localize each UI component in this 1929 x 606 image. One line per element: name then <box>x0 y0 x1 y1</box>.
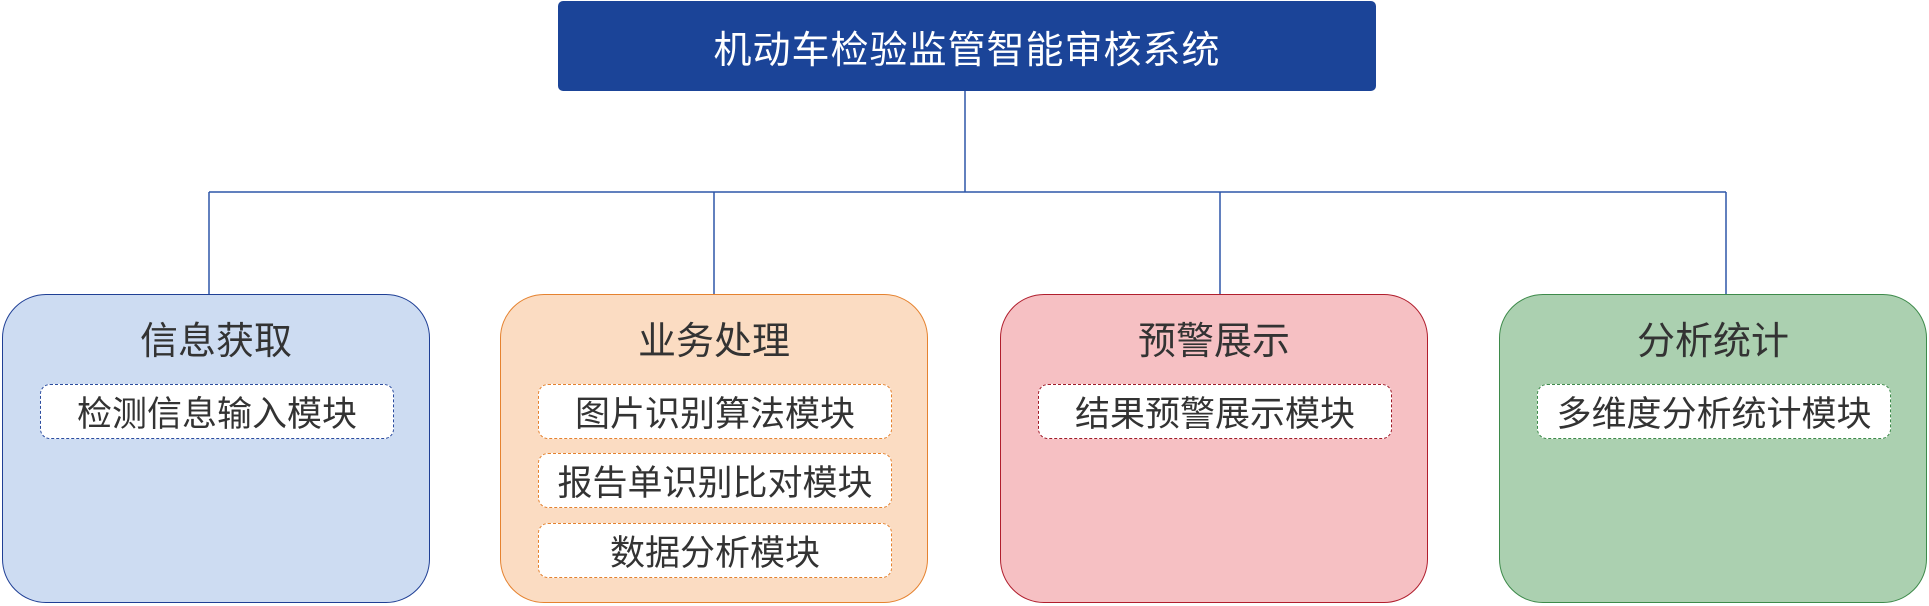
category-title: 预警展示 <box>1137 319 1290 363</box>
category-title: 业务处理 <box>637 319 790 363</box>
category-info-acquisition: 信息获取 检测信息输入模块 <box>2 294 430 603</box>
root-system-node: 机动车检验监管智能审核系统 <box>558 1 1376 91</box>
module-image-recognition-algorithm: 图片识别算法模块 <box>538 384 892 439</box>
module-report-recognition-comparison: 报告单识别比对模块 <box>538 453 892 508</box>
module-detection-info-input: 检测信息输入模块 <box>40 384 394 439</box>
category-analysis-statistics: 分析统计 多维度分析统计模块 <box>1499 294 1927 603</box>
category-alert-display: 预警展示 结果预警展示模块 <box>1000 294 1428 603</box>
module-data-analysis: 数据分析模块 <box>538 523 892 578</box>
module-result-alert-display: 结果预警展示模块 <box>1038 384 1392 439</box>
module-multidimensional-statistics: 多维度分析统计模块 <box>1537 384 1891 439</box>
category-business-processing: 业务处理 图片识别算法模块 报告单识别比对模块 数据分析模块 <box>500 294 928 603</box>
root-system-title: 机动车检验监管智能审核系统 <box>713 27 1221 72</box>
category-title: 分析统计 <box>1636 319 1789 363</box>
category-title: 信息获取 <box>139 319 292 363</box>
